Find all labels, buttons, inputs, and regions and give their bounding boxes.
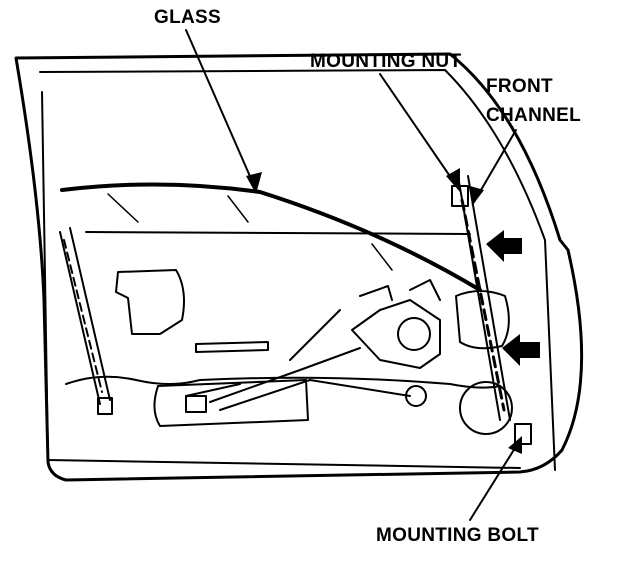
glass-label: GLASS bbox=[154, 7, 221, 28]
mounting-nut-label: MOUNTING NUT bbox=[310, 51, 462, 72]
arrow-left-icon-lower bbox=[502, 334, 540, 366]
glass-reflection bbox=[107, 193, 393, 271]
mounting-bolt-shape bbox=[514, 423, 532, 445]
regulator-tray bbox=[153, 379, 309, 427]
rear-channel-bracket bbox=[97, 397, 113, 415]
regulator-gear bbox=[397, 317, 431, 351]
access-hole-left bbox=[115, 269, 185, 335]
regulator-clip bbox=[185, 395, 207, 413]
front-channel-dash bbox=[460, 198, 506, 412]
door-outline bbox=[14, 52, 584, 482]
glass-leader-line bbox=[185, 29, 257, 191]
nut-leader-arrowhead bbox=[446, 168, 460, 192]
regulator-bracket bbox=[359, 279, 441, 301]
glass-lower-line bbox=[85, 231, 471, 235]
glass-top-edge bbox=[60, 182, 482, 292]
bolt-leader-arrowhead bbox=[508, 436, 522, 454]
bolt-leader-line bbox=[469, 439, 521, 521]
rear-channel-dash bbox=[63, 239, 103, 393]
glass-leader-arrowhead bbox=[246, 172, 262, 194]
access-hole-right bbox=[455, 290, 510, 350]
front-channel-label-line1: FRONT bbox=[486, 76, 553, 97]
arrow-left-icon-upper bbox=[486, 230, 522, 262]
front-channel bbox=[457, 175, 511, 421]
rear-channel bbox=[59, 227, 111, 405]
regulator-pivot bbox=[405, 385, 427, 407]
window-frame bbox=[39, 69, 556, 471]
regulator-plate bbox=[351, 299, 441, 369]
mounting-bolt-label: MOUNTING BOLT bbox=[376, 525, 539, 546]
front-channel-label-line2: CHANNEL bbox=[486, 105, 581, 126]
channel-leader-arrowhead bbox=[470, 186, 484, 206]
inner-panel bbox=[41, 91, 521, 469]
access-hole-round bbox=[459, 381, 513, 435]
regulator-arm bbox=[195, 341, 269, 353]
regulator-linkage bbox=[185, 309, 411, 411]
door-trim bbox=[65, 375, 501, 389]
nut-leader-line bbox=[379, 73, 459, 189]
